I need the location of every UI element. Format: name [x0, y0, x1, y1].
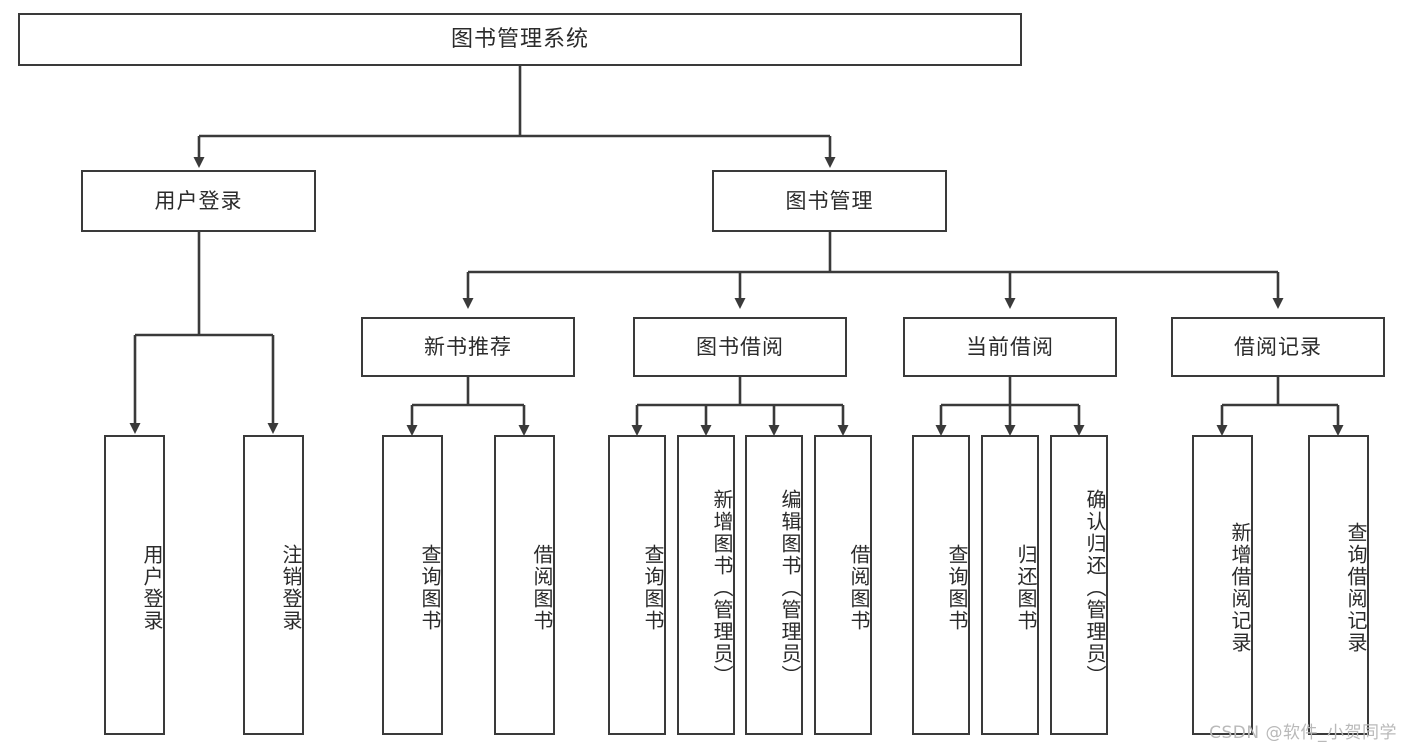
node-label: 用户登录 — [154, 188, 243, 213]
node-label: 当前借阅 — [966, 334, 1054, 359]
node-label: 确认归还（管理员） — [1083, 489, 1107, 687]
leaf-return-book[interactable]: 归还图书 — [981, 435, 1039, 735]
node-book-management[interactable]: 图书管理 — [712, 170, 947, 232]
leaf-query-borrowing-record[interactable]: 查询借阅记录 — [1308, 435, 1369, 735]
leaf-confirm-return-admin[interactable]: 确认归还（管理员） — [1050, 435, 1108, 735]
leaf-logout[interactable]: 注销登录 — [243, 435, 304, 735]
leaf-borrow-book-recommendation[interactable]: 借阅图书 — [494, 435, 555, 735]
node-label: 查询图书 — [945, 544, 969, 632]
node-label: 注销登录 — [279, 544, 303, 632]
leaf-query-book-recommendation[interactable]: 查询图书 — [382, 435, 443, 735]
node-label: 图书管理 — [785, 188, 874, 213]
watermark: CSDN @软件_小贺同学 — [1209, 723, 1397, 743]
node-label: 借阅图书 — [530, 544, 554, 632]
node-label: 新增借阅记录 — [1228, 522, 1252, 654]
node-label: 图书借阅 — [696, 334, 784, 359]
node-label: 查询图书 — [641, 544, 665, 632]
node-new-book-recommendation[interactable]: 新书推荐 — [361, 317, 575, 377]
node-user-login[interactable]: 用户登录 — [81, 170, 316, 232]
leaf-add-book-admin[interactable]: 新增图书（管理员） — [677, 435, 735, 735]
node-label: 用户登录 — [140, 544, 164, 632]
leaf-query-book-current[interactable]: 查询图书 — [912, 435, 970, 735]
leaf-borrow-book-borrowing[interactable]: 借阅图书 — [814, 435, 872, 735]
node-borrowing-record[interactable]: 借阅记录 — [1171, 317, 1385, 377]
leaf-query-book-borrowing[interactable]: 查询图书 — [608, 435, 666, 735]
leaf-edit-book-admin[interactable]: 编辑图书（管理员） — [745, 435, 803, 735]
node-label: 借阅记录 — [1234, 334, 1322, 359]
leaf-add-borrowing-record[interactable]: 新增借阅记录 — [1192, 435, 1253, 735]
node-label: 归还图书 — [1014, 544, 1038, 632]
node-book-management-system[interactable]: 图书管理系统 — [18, 13, 1022, 66]
node-label: 查询图书 — [418, 544, 442, 632]
node-label: 编辑图书（管理员） — [778, 489, 802, 687]
node-book-borrowing[interactable]: 图书借阅 — [633, 317, 847, 377]
leaf-user-login[interactable]: 用户登录 — [104, 435, 165, 735]
node-label: 借阅图书 — [847, 544, 871, 632]
node-label: 新增图书（管理员） — [710, 489, 734, 687]
node-label: 图书管理系统 — [450, 26, 589, 52]
node-label: 查询借阅记录 — [1344, 522, 1368, 654]
node-current-borrowing[interactable]: 当前借阅 — [903, 317, 1117, 377]
node-label: 新书推荐 — [424, 334, 512, 359]
